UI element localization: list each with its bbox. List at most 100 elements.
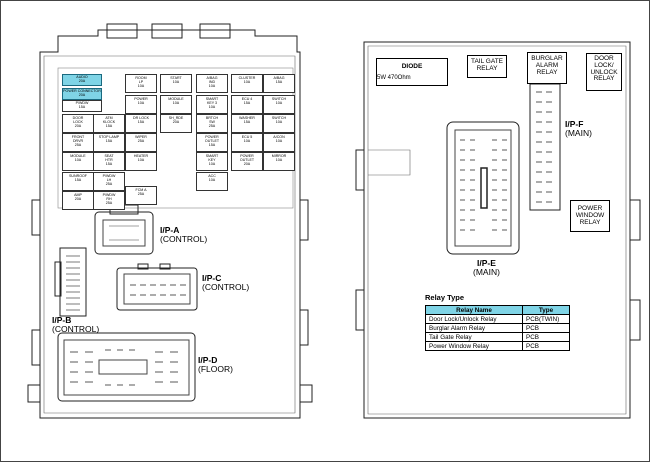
- fuse-label: 15A: [275, 79, 283, 84]
- fuse-label: 15A: [105, 123, 113, 128]
- fuse-label: FCM A: [135, 188, 147, 192]
- relay-table-header-type: Type: [522, 305, 570, 315]
- tail-gate-relay-label: TAIL GATE RELAY: [470, 58, 504, 72]
- fuse-label: POWER CONNECTOR: [63, 89, 101, 93]
- fuse-label: ACC: [208, 174, 216, 178]
- fuse-label: KLOCK: [102, 119, 116, 124]
- ip-b-name: I/P-B: [52, 315, 72, 325]
- fuse-label: SW: [209, 119, 215, 124]
- fuse-label: 20A: [78, 78, 86, 83]
- connector-ip-c: [116, 263, 198, 311]
- power-window-relay-label: POWER WINDOW RELAY: [575, 205, 605, 226]
- ip-a-name: I/P-A: [160, 225, 180, 235]
- connector-ip-a: [94, 204, 154, 255]
- ip-a-type: (CONTROL): [160, 234, 208, 244]
- left-side-clip-4: [300, 309, 309, 346]
- fuse-label: 10A: [275, 157, 283, 162]
- tail-gate-relay-box: TAIL GATE RELAY: [467, 55, 507, 78]
- fuse-label: LH: [106, 177, 112, 182]
- ip-d-name: I/P-D: [198, 355, 218, 365]
- fuse-label: CLUSTER: [238, 76, 256, 80]
- fuse-label: AUDIO: [76, 75, 88, 79]
- relay-type-cell: PCB(TWIN): [522, 314, 570, 324]
- left-side-clip-6: [300, 384, 313, 403]
- fuse-label: SMART: [205, 97, 219, 101]
- connector-ip-d: [57, 332, 196, 402]
- right-notch: [368, 149, 411, 176]
- relay-table-title: Relay Type: [425, 293, 465, 302]
- ip-e-type: (MAIN): [473, 267, 500, 277]
- ip-e-label: I/P-E (MAIN): [473, 259, 500, 277]
- relay-name-cell: Tail Gate Relay: [425, 332, 523, 342]
- table-row: Power Window Relay PCB: [425, 341, 570, 351]
- fuse-label: SH_RDE: [168, 116, 184, 120]
- fuse-label: 10A: [208, 83, 216, 88]
- right-side-clip-3: [630, 199, 641, 241]
- fuse-label: SWITCH: [271, 97, 287, 101]
- fuse-label: P/WDW: [75, 101, 89, 105]
- fuse-label: OUTLET: [239, 157, 255, 162]
- fuse-label: 10A: [208, 104, 216, 109]
- fuse-label: 10A: [172, 100, 180, 105]
- relay-table-header-name: Relay Name: [425, 305, 523, 315]
- fuse-label: WASHER: [239, 116, 255, 120]
- ip-c-name: I/P-C: [202, 273, 222, 283]
- fuse-label: 20A: [243, 161, 251, 166]
- fuse-label: 15A: [243, 100, 251, 105]
- burglar-alarm-relay-box: BURGLAR ALARM RELAY: [527, 52, 567, 84]
- left-box-inner: [43, 55, 296, 414]
- fuse-label: 15A: [74, 177, 82, 182]
- fuse-label: KEY 3: [206, 100, 218, 105]
- fuse-label: 15A: [105, 161, 113, 166]
- right-box-outline: [363, 41, 631, 419]
- fuse-label: DR LOCK: [133, 116, 149, 120]
- fuse-label: SMART: [205, 154, 219, 158]
- connector-ip-e: [446, 121, 520, 255]
- fuse-label: AMP: [74, 193, 82, 197]
- left-side-clip-2: [31, 329, 40, 366]
- ip-b-label: I/P-B (CONTROL): [52, 316, 99, 334]
- fuse-label: KEY: [208, 157, 216, 162]
- fuse-label: 25A: [137, 138, 145, 143]
- ip-d-label: I/P-D (FLOOR): [198, 356, 233, 374]
- fuse-label: HEATER: [133, 154, 149, 158]
- fuse-label: 10A: [137, 157, 145, 162]
- fuse-label: DRVR: [72, 138, 84, 143]
- left-top-tab-1: [106, 23, 138, 39]
- fuse-label: WIPER: [135, 135, 147, 139]
- fuse-label: POWER: [134, 97, 148, 101]
- fuse-label: 25A: [208, 123, 216, 128]
- ip-f-label: I/P-F (MAIN): [565, 120, 592, 138]
- relay-table-header-row: Relay Name Type: [425, 305, 570, 315]
- fuse-label: POWER: [205, 135, 219, 139]
- fuse-label: 25A: [105, 200, 113, 205]
- fuse-label: OUTLET: [204, 138, 220, 143]
- fuse-label: P/WDW: [102, 193, 116, 197]
- relay-name-cell: Power Window Relay: [425, 341, 523, 351]
- right-box-inner: [367, 45, 627, 415]
- fuse-label: LP: [138, 79, 144, 84]
- door-lock-relay-label: DOOR LOCK/ UNLOCK RELAY: [590, 55, 618, 83]
- left-top-tab-2: [151, 23, 183, 39]
- ip-d-type: (FLOOR): [198, 364, 233, 374]
- table-row: Door Lock/Unlock Relay PCB(TWIN): [425, 314, 570, 324]
